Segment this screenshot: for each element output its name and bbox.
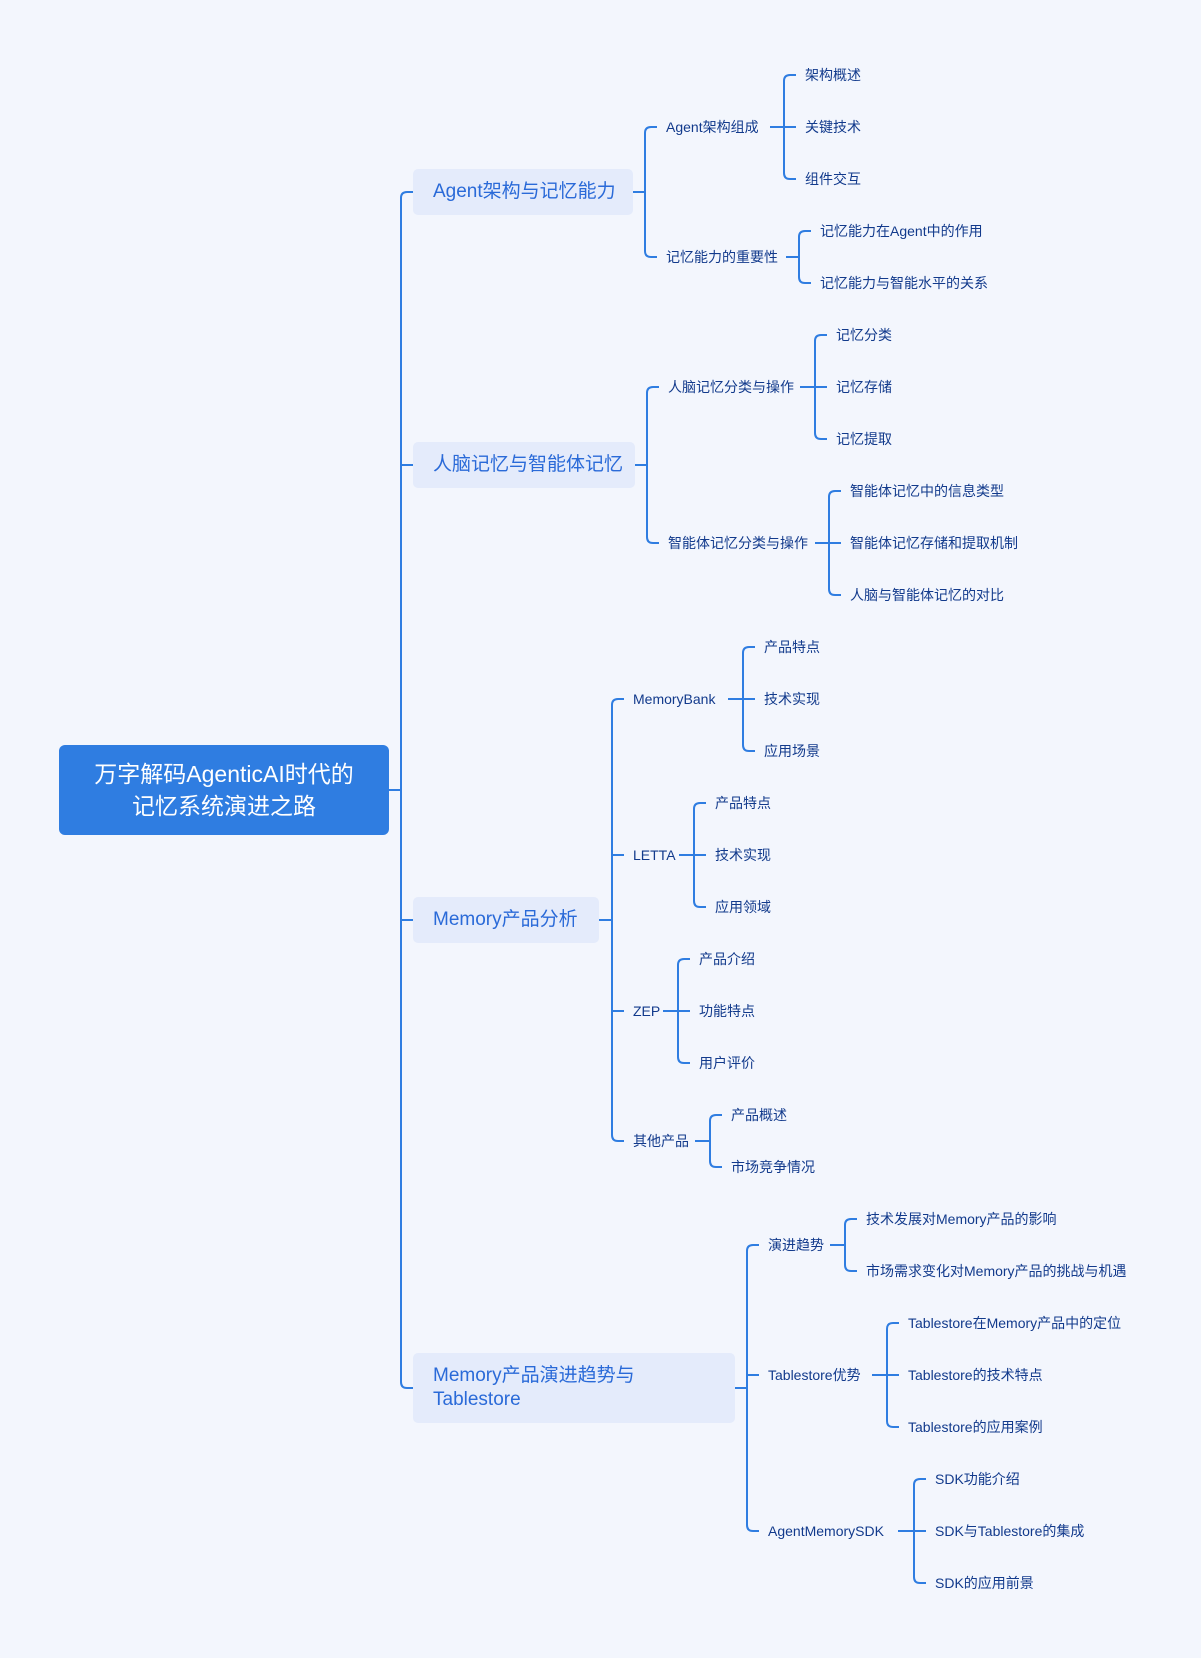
- leaf-connector: [830, 1218, 857, 1272]
- leaf-topic[interactable]: 产品概述: [731, 1107, 787, 1123]
- branch-agent-architecture[interactable]: Agent架构与记忆能力: [413, 169, 633, 215]
- leaf-connector: [815, 490, 841, 596]
- leaf-topic[interactable]: 技术发展对Memory产品的影响: [866, 1211, 1057, 1227]
- leaf-topic[interactable]: 记忆提取: [836, 431, 892, 447]
- leaf-topic[interactable]: 记忆存储: [836, 379, 892, 395]
- root-topic[interactable]: 万字解码AgenticAI时代的 记忆系统演进之路: [59, 745, 389, 835]
- root-title-line-1: 万字解码AgenticAI时代的: [94, 761, 354, 787]
- leaf-connector: [770, 74, 796, 180]
- leaf-connector: [800, 334, 827, 440]
- leaf-connector: [872, 1322, 899, 1428]
- subtopic[interactable]: MemoryBank: [633, 691, 716, 707]
- leaf-topic[interactable]: 组件交互: [805, 171, 861, 187]
- leaf-topic[interactable]: 智能体记忆存储和提取机制: [850, 535, 1018, 551]
- branch-label: Agent架构与记忆能力: [433, 181, 616, 202]
- branch-brain-memory[interactable]: 人脑记忆与智能体记忆: [413, 442, 635, 488]
- leaf-topic[interactable]: Tablestore的技术特点: [908, 1367, 1043, 1383]
- subtopic[interactable]: 人脑记忆分类与操作: [668, 379, 794, 395]
- subtopic[interactable]: 智能体记忆分类与操作: [668, 535, 808, 551]
- leaf-topic[interactable]: 用户评价: [699, 1055, 755, 1071]
- subtopic[interactable]: 其他产品: [633, 1133, 689, 1149]
- subtopic[interactable]: LETTA: [633, 847, 676, 863]
- branch-connector: [735, 1244, 759, 1532]
- leaf-topic[interactable]: 人脑与智能体记忆的对比: [850, 587, 1004, 603]
- leaf-topic[interactable]: SDK的应用前景: [935, 1575, 1034, 1591]
- leaf-topic[interactable]: 应用领域: [715, 899, 771, 915]
- subtopic[interactable]: Agent架构组成: [666, 119, 759, 135]
- leaf-connector: [695, 1114, 722, 1168]
- leaf-topic[interactable]: 应用场景: [764, 743, 820, 759]
- branch-memory-trends[interactable]: Memory产品演进趋势与 Tablestore: [413, 1353, 735, 1423]
- branch-connector: [633, 126, 657, 258]
- leaf-topic[interactable]: 记忆分类: [836, 327, 892, 343]
- subtopic[interactable]: Tablestore优势: [768, 1367, 861, 1383]
- leaf-topic[interactable]: SDK与Tablestore的集成: [935, 1523, 1085, 1539]
- root-title-line-2: 记忆系统演进之路: [131, 793, 316, 819]
- leaf-connector: [728, 646, 755, 752]
- subtopic[interactable]: AgentMemorySDK: [768, 1523, 884, 1539]
- leaf-topic[interactable]: SDK功能介绍: [935, 1471, 1020, 1487]
- subtopic[interactable]: 记忆能力的重要性: [666, 249, 778, 265]
- leaf-topic[interactable]: 产品特点: [715, 795, 771, 811]
- leaf-topic[interactable]: 市场需求变化对Memory产品的挑战与机遇: [866, 1263, 1127, 1279]
- leaf-topic[interactable]: Tablestore的应用案例: [908, 1419, 1043, 1435]
- branch-memory-products[interactable]: Memory产品分析: [413, 897, 599, 943]
- leaf-topic[interactable]: 架构概述: [805, 67, 861, 83]
- leaf-topic[interactable]: 智能体记忆中的信息类型: [850, 483, 1004, 499]
- branch-connector: [599, 698, 624, 1142]
- leaf-topic[interactable]: 记忆能力与智能水平的关系: [820, 275, 988, 291]
- leaf-topic[interactable]: 市场竞争情况: [731, 1159, 815, 1175]
- branch-label: 人脑记忆与智能体记忆: [433, 454, 624, 475]
- leaf-topic[interactable]: 产品特点: [764, 639, 820, 655]
- leaf-topic[interactable]: 关键技术: [805, 119, 861, 135]
- leaf-topic[interactable]: 功能特点: [699, 1003, 755, 1019]
- leaf-topic[interactable]: 技术实现: [715, 847, 771, 863]
- leaf-topic[interactable]: 技术实现: [764, 691, 820, 707]
- root-connector: [389, 191, 413, 1389]
- leaf-topic[interactable]: 产品介绍: [699, 951, 755, 967]
- leaf-connector: [679, 802, 706, 908]
- subtopic[interactable]: ZEP: [633, 1003, 661, 1019]
- branch-label: Memory产品分析: [433, 909, 578, 930]
- branch-label-line-2: Tablestore: [433, 1389, 521, 1410]
- branch-label-line-1: Memory产品演进趋势与: [433, 1365, 635, 1386]
- leaf-connector: [786, 230, 811, 284]
- leaf-topic[interactable]: Tablestore在Memory产品中的定位: [908, 1315, 1122, 1331]
- subtopic[interactable]: 演进趋势: [768, 1237, 824, 1253]
- leaf-topic[interactable]: 记忆能力在Agent中的作用: [820, 223, 983, 239]
- branch-connector: [635, 386, 659, 544]
- leaf-connector: [663, 958, 690, 1064]
- leaf-connector: [898, 1478, 926, 1584]
